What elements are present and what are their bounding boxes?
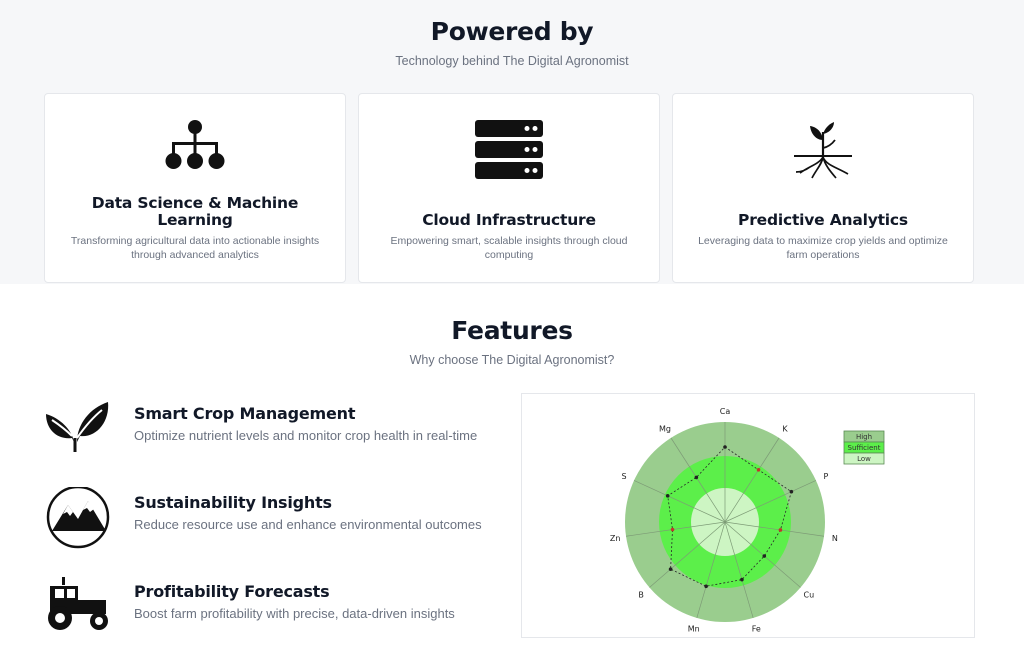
radar-axis-label: Mn <box>688 625 700 634</box>
powered-by-section: Powered by Technology behind The Digital… <box>0 0 1024 284</box>
mountain-circle-icon <box>44 485 112 553</box>
radar-axis-line <box>633 480 726 523</box>
hierarchy-network-icon <box>45 120 345 178</box>
radar-axis-label: Cu <box>804 591 815 600</box>
feature-title: Sustainability Insights <box>134 493 332 512</box>
radar-data-point <box>762 554 767 558</box>
card-description: Transforming agricultural data into acti… <box>70 235 320 261</box>
radar-axis-line <box>625 521 726 537</box>
card-title: Cloud Infrastructure <box>422 211 596 229</box>
radar-data-point <box>740 577 744 582</box>
feature-description: Reduce resource use and enhance environm… <box>134 517 482 532</box>
radar-axis-label: S <box>621 472 626 481</box>
card-description: Empowering smart, scalable insights thro… <box>390 235 628 261</box>
feature-description: Boost farm profitability with precise, d… <box>134 606 455 621</box>
radar-axis-line <box>724 521 825 537</box>
radar-axis-label: N <box>832 534 838 543</box>
features-subtitle: Why choose The Digital Agronomist? <box>409 353 615 367</box>
card-title: Data Science & Machine Learning <box>91 194 299 229</box>
radar-axis-line <box>724 480 817 523</box>
feature-title: Profitability Forecasts <box>134 582 330 601</box>
radar-axis-line <box>724 437 780 523</box>
radar-data-point <box>723 445 727 449</box>
server-stack-icon <box>359 120 659 179</box>
radar-axis-label: P <box>824 472 829 481</box>
legend-swatch <box>843 452 885 465</box>
radar-axis-line <box>670 437 726 523</box>
sprout-roots-icon <box>673 118 973 179</box>
radar-series-line <box>667 446 792 587</box>
feature-item: Sustainability Insights Reduce resource … <box>44 485 504 553</box>
radar-data-point <box>704 584 708 589</box>
radar-axis-line <box>696 521 726 619</box>
radar-data-point <box>778 528 783 532</box>
radar-data-point <box>668 567 673 571</box>
radar-axis-line <box>649 521 726 588</box>
card-data-science: Data Science & Machine Learning Transfor… <box>44 93 346 283</box>
tractor-icon <box>44 576 112 642</box>
radar-axis-line <box>724 521 754 619</box>
radar-axis-label: K <box>782 425 788 434</box>
radar-data-point <box>665 494 670 498</box>
feature-title: Smart Crop Management <box>134 404 356 423</box>
feature-item: Profitability Forecasts Boost farm profi… <box>44 576 504 642</box>
powered-by-title: Powered by <box>430 17 594 46</box>
card-description: Leveraging data to maximize crop yields … <box>698 235 948 261</box>
powered-by-subtitle: Technology behind The Digital Agronomist <box>395 54 629 68</box>
radar-data-point <box>789 489 794 494</box>
card-predictive-analytics: Predictive Analytics Leveraging data to … <box>672 93 974 283</box>
radar-axis-label: Ca <box>720 407 731 416</box>
features-title: Features <box>451 316 573 345</box>
leaf-plant-icon <box>44 398 112 464</box>
legend-label: High <box>856 433 872 441</box>
radar-axis-label: Fe <box>752 625 761 634</box>
card-cloud-infrastructure: Cloud Infrastructure Empowering smart, s… <box>358 93 660 283</box>
legend-label: Sufficient <box>848 444 881 452</box>
feature-description: Optimize nutrient levels and monitor cro… <box>134 428 478 443</box>
radar-axis-label: Mg <box>659 425 671 434</box>
radar-data-point <box>670 527 675 532</box>
radar-data-point <box>694 475 699 480</box>
radar-axis-line <box>724 521 801 588</box>
radar-axis-label: B <box>638 591 644 600</box>
radar-axis-label: Zn <box>610 534 621 543</box>
card-title: Predictive Analytics <box>738 211 908 229</box>
radar-data-point <box>756 468 761 472</box>
feature-item: Smart Crop Management Optimize nutrient … <box>44 398 504 464</box>
legend-label: Low <box>857 455 871 463</box>
